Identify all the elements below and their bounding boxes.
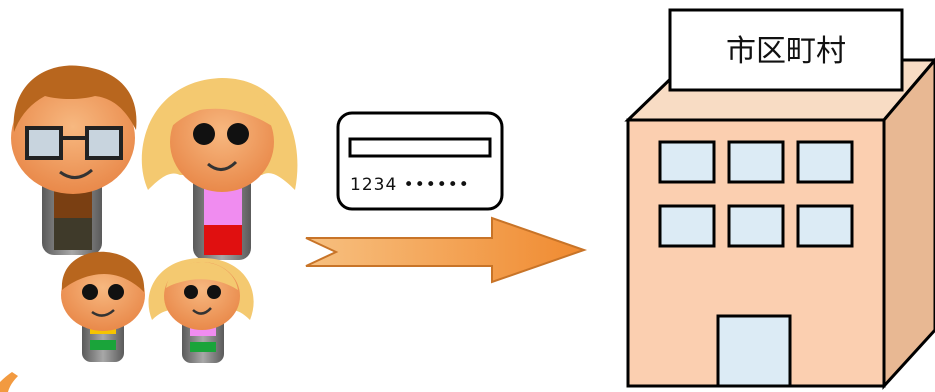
family-illustration	[11, 65, 298, 363]
girl-figure	[148, 258, 254, 363]
window	[727, 204, 785, 248]
window	[658, 140, 716, 184]
door	[716, 314, 792, 388]
id-card	[336, 111, 504, 211]
decorative-arc	[0, 372, 18, 392]
sign-board	[668, 8, 904, 92]
glasses-icon	[25, 126, 123, 160]
window	[796, 204, 854, 248]
boy-figure	[61, 251, 145, 362]
window	[727, 140, 785, 184]
window	[658, 204, 716, 248]
mother-figure	[141, 78, 298, 260]
city-hall-building	[624, 8, 935, 390]
sign-text: 市区町村	[726, 34, 846, 69]
card-number-text: 1234 ••••••	[350, 175, 470, 195]
arrow-icon	[305, 216, 588, 284]
window	[796, 140, 854, 184]
father-figure	[11, 65, 137, 255]
